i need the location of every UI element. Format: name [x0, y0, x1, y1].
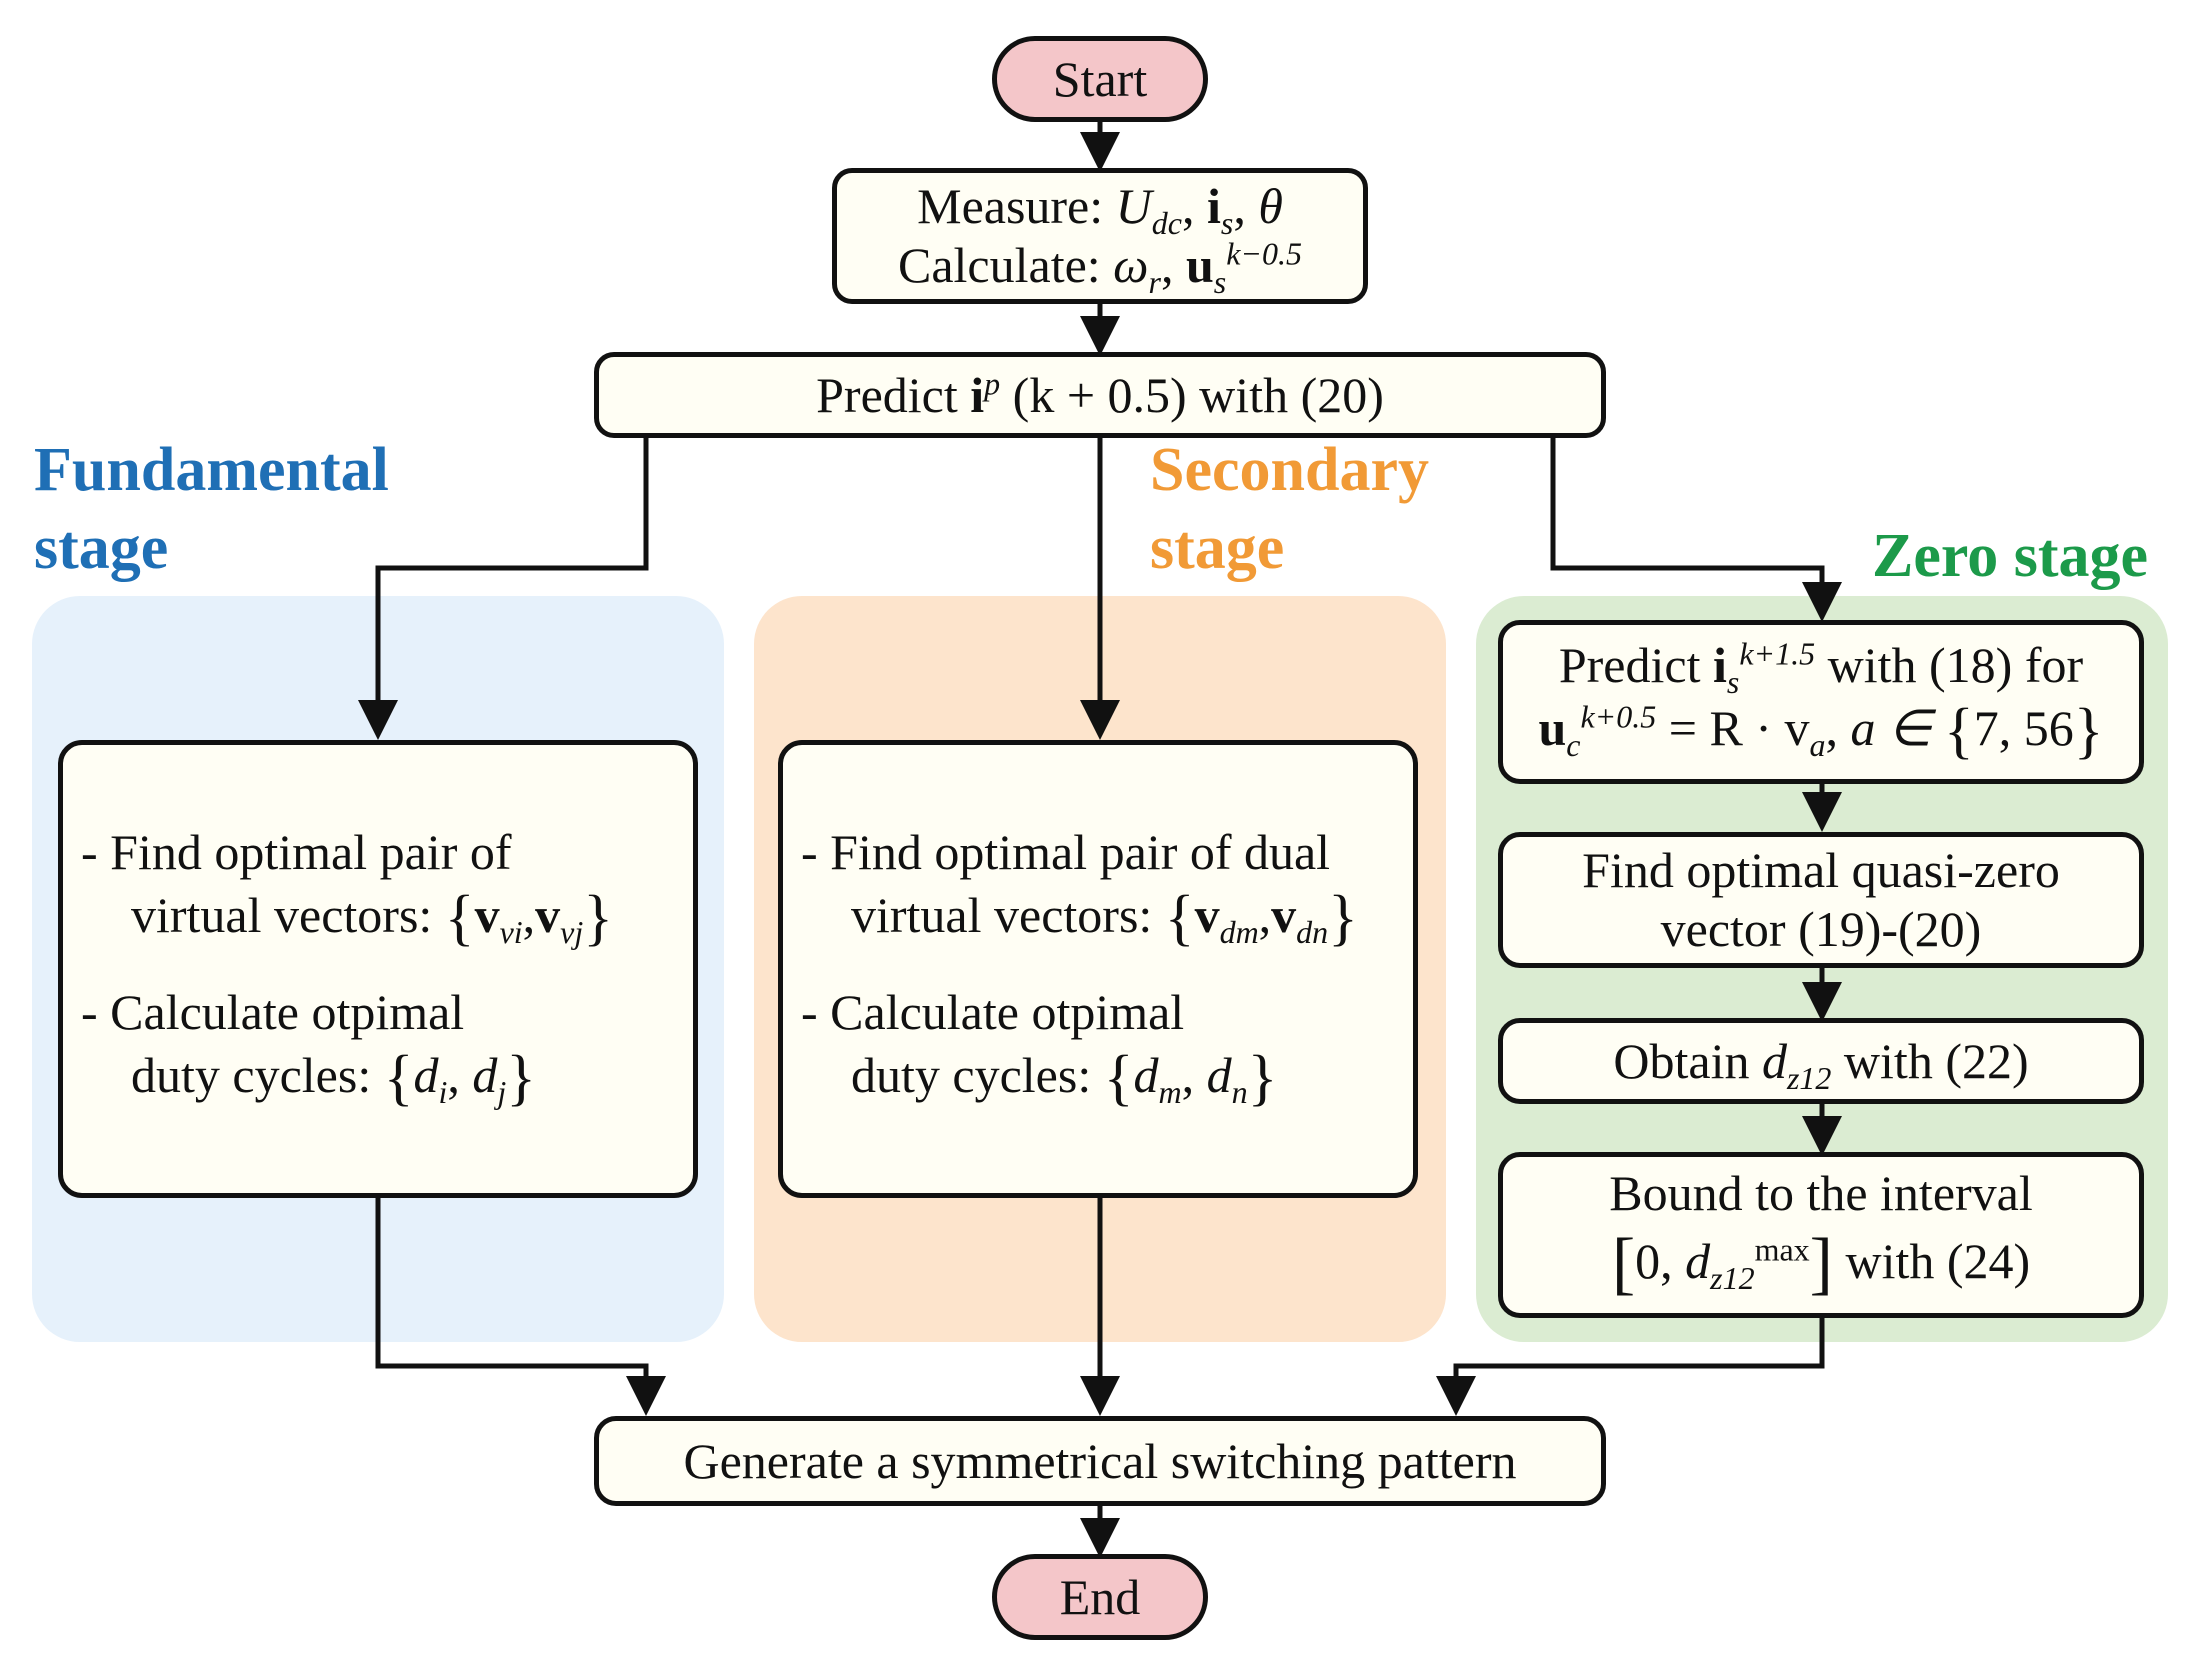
secondary-stage-title: Secondary stage — [1150, 436, 1429, 582]
measure-calculate-box: Measure: Udc, is, θ Calculate: ωr, usk−0… — [832, 168, 1368, 304]
predict-box: Predict ip (k + 0.5) with (20) — [594, 352, 1606, 438]
calculate-line: Calculate: ωr, usk−0.5 — [897, 235, 1302, 300]
zero-quasi-zero-box: Find optimal quasi-zero vector (19)-(20) — [1498, 832, 2144, 968]
zero-predict-box: Predict isk+1.5 with (18) for uck+0.5 = … — [1498, 620, 2144, 784]
arrow-to-zero — [1550, 436, 1842, 622]
arrow-to-fundamental — [358, 436, 649, 740]
arrow-zero-to-generate — [1436, 1316, 1825, 1416]
fundamental-stage-title: Fundamental stage — [34, 436, 389, 582]
start-terminal: Start — [992, 36, 1208, 122]
zero-stage-title: Zero stage — [1872, 522, 2149, 590]
zero-bound-box: Bound to the interval [0, dz12max] with … — [1498, 1152, 2144, 1318]
end-label: End — [1059, 1569, 1141, 1625]
zero-obtain-box: Obtain dz12 with (22) — [1498, 1018, 2144, 1104]
generate-pattern-box: Generate a symmetrical switching pattern — [594, 1416, 1606, 1506]
measure-line: Measure: Udc, is, θ — [917, 178, 1283, 241]
end-terminal: End — [992, 1554, 1208, 1640]
start-label: Start — [1052, 51, 1148, 107]
secondary-stage-box: - Find optimal pair of dual virtual vect… — [778, 740, 1418, 1198]
arrow-fundamental-to-generate — [375, 1196, 666, 1416]
fundamental-stage-box: - Find optimal pair of virtual vectors: … — [58, 740, 698, 1198]
